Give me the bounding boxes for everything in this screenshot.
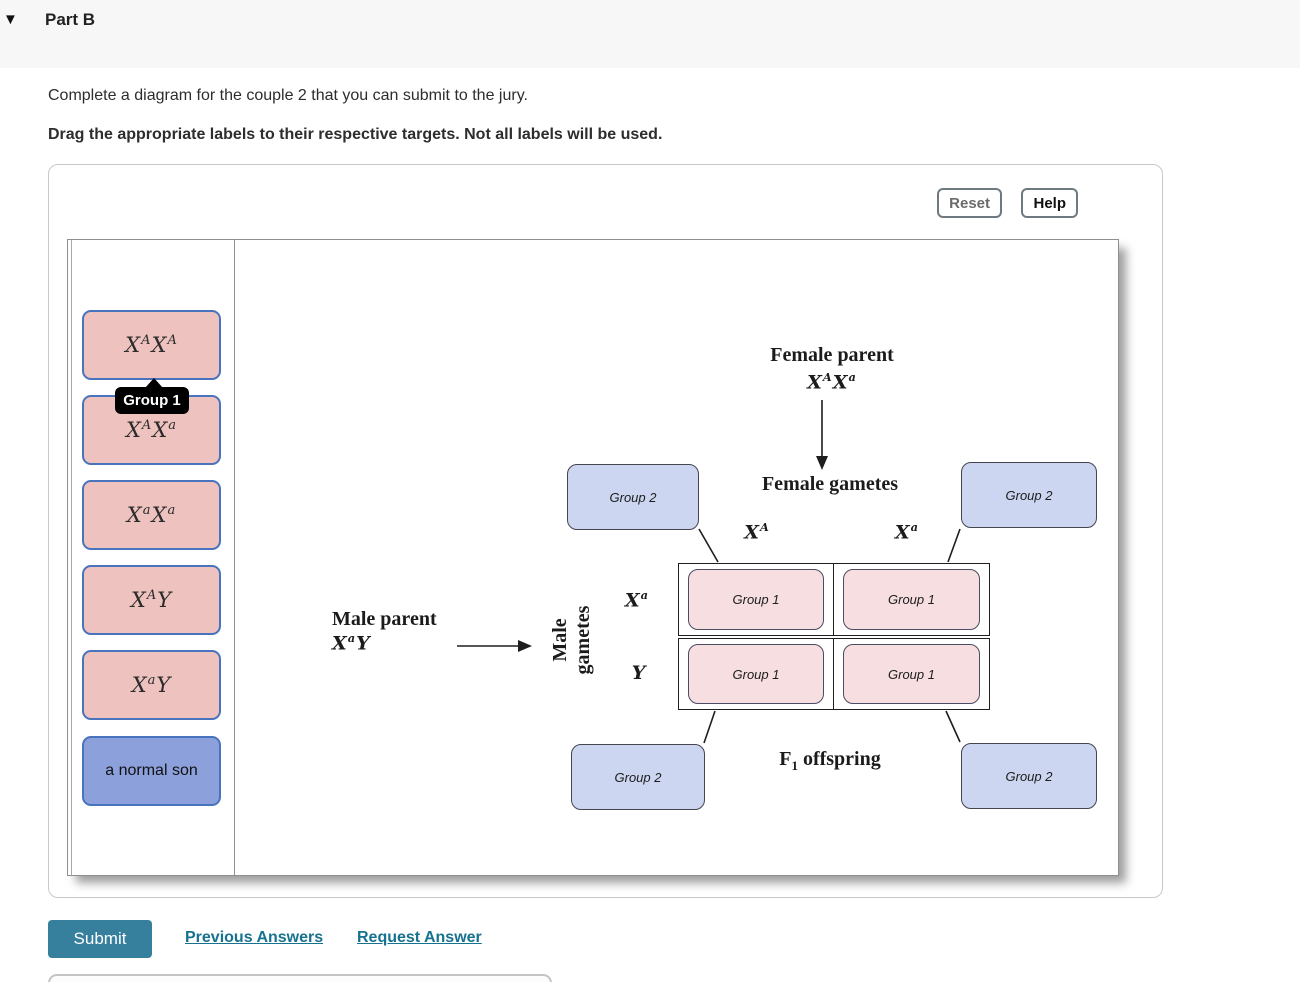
punnett-cell: Group 1: [679, 639, 834, 709]
female-gamete-XA: XA: [744, 520, 770, 544]
drag-label-XaY[interactable]: XaY: [82, 650, 221, 720]
punnett-row-2: Group 1 Group 1: [678, 638, 990, 710]
drop-target-group1-cell3[interactable]: Group 1: [688, 644, 824, 704]
connector-bottom-right: [945, 710, 961, 743]
drag-label-XAXA[interactable]: XAXA: [82, 310, 221, 380]
instruction-text: Complete a diagram for the couple 2 that…: [48, 87, 528, 104]
drag-label-normal-son[interactable]: a normal son: [82, 736, 221, 806]
female-gamete-Xa: Xa: [894, 520, 920, 544]
drop-target-group2-top-right[interactable]: Group 2: [961, 462, 1097, 528]
genotype-text: XaXa: [126, 503, 177, 527]
punnett-cell: Group 1: [679, 564, 834, 635]
drop-target-group2-bottom-right[interactable]: Group 2: [961, 743, 1097, 809]
label-text: a normal son: [105, 762, 198, 779]
request-answer-link[interactable]: Request Answer: [357, 929, 482, 946]
drop-target-group1-cell4[interactable]: Group 1: [843, 644, 980, 704]
punnett-cell: Group 1: [834, 639, 989, 709]
male-gametes-line2: gametes: [572, 605, 594, 675]
male-gamete-Xa: Xa: [624, 588, 650, 612]
palette-edge-line: [71, 240, 72, 875]
male-parent-genotype: XaY: [332, 631, 371, 655]
drag-instruction-text: Drag the appropriate labels to their res…: [48, 126, 663, 143]
drop-target-group2-bottom-left[interactable]: Group 2: [571, 744, 705, 810]
activity-container: Reset Help XAXA XAXa XaXa XAY XaY a norm…: [48, 164, 1163, 898]
group-tooltip: Group 1: [115, 378, 189, 414]
palette-divider: [234, 240, 235, 875]
genotype-text: XAXA: [125, 333, 178, 357]
right-arrow-head: [518, 640, 532, 652]
male-parent-label: Male parent: [332, 608, 437, 630]
male-gametes-line1: Male: [549, 618, 571, 662]
drop-target-group1-cell2[interactable]: Group 1: [843, 569, 980, 630]
male-gamete-Y: Y: [631, 662, 647, 684]
tooltip-text: Group 1: [123, 392, 181, 409]
female-parent-label: Female parent: [770, 344, 894, 366]
punnett-cell: Group 1: [834, 564, 989, 635]
drag-label-XaXa[interactable]: XaXa: [82, 480, 221, 550]
connector-bottom-left: [703, 710, 716, 744]
help-button[interactable]: Help: [1021, 188, 1078, 218]
part-title: Part B: [45, 10, 96, 29]
tooltip-arrow: [145, 378, 163, 388]
female-gametes-label: Female gametes: [761, 473, 899, 495]
part-header-bar: ▼ Part B: [0, 0, 1300, 68]
male-parent-block: Male parent XaY: [332, 608, 437, 654]
drop-target-group1-cell1[interactable]: Group 1: [688, 569, 824, 630]
reset-button[interactable]: Reset: [937, 188, 1002, 218]
genotype-text: XAY: [130, 588, 173, 612]
male-gametes-label: Male gametes: [532, 580, 612, 700]
drag-drop-canvas: XAXA XAXa XaXa XAY XaY a normal son Grou…: [67, 239, 1119, 876]
down-arrow-head: [816, 456, 828, 470]
next-panel-edge: [48, 974, 552, 982]
connector-top-left: [698, 528, 719, 563]
drag-label-XAY[interactable]: XAY: [82, 565, 221, 635]
genotype-text: XAXa: [125, 418, 178, 442]
connector-top-right: [947, 528, 961, 563]
f1-offspring-label: F1 offspring: [779, 748, 881, 773]
drop-target-group2-top-left[interactable]: Group 2: [567, 464, 699, 530]
previous-answers-link[interactable]: Previous Answers: [185, 929, 324, 946]
female-parent-genotype: XAXa: [807, 370, 857, 394]
genotype-text: XaY: [131, 673, 172, 697]
punnett-row-1: Group 1 Group 1: [678, 563, 990, 636]
collapse-icon[interactable]: ▼: [3, 11, 18, 28]
submit-button[interactable]: Submit: [48, 920, 152, 958]
